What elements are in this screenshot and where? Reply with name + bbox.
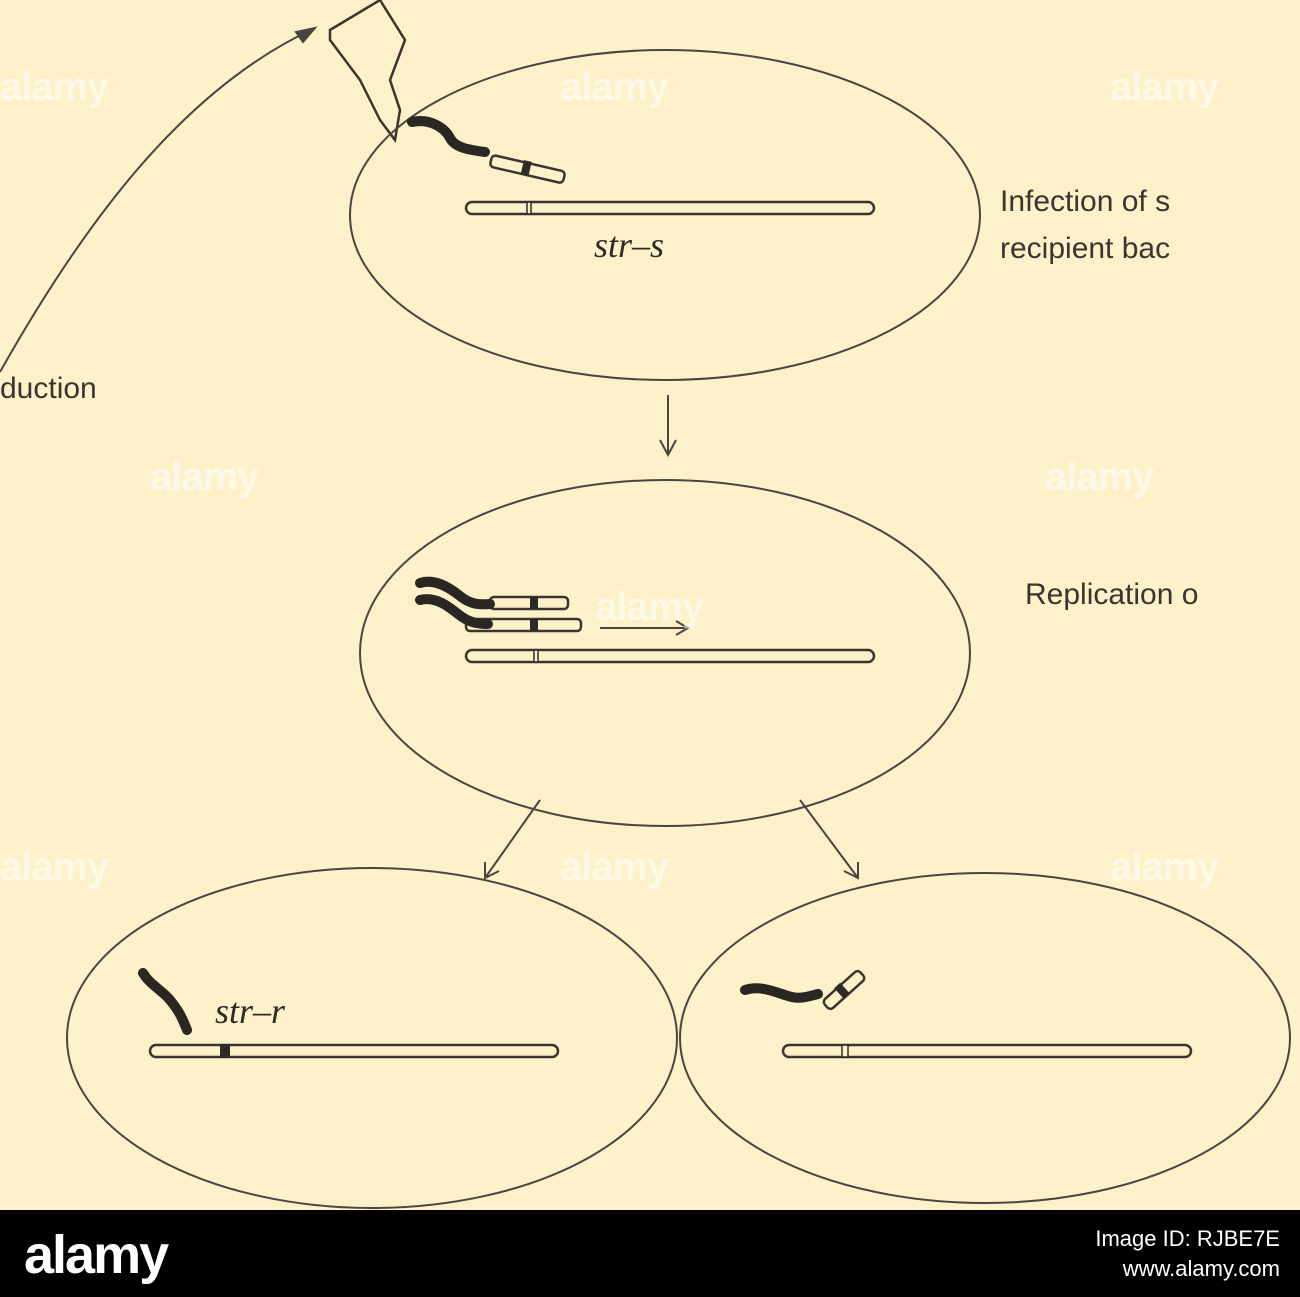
marker-s-4 (841, 1044, 849, 1058)
chromosome-4 (781, 1043, 1193, 1059)
phage-dna-4 (740, 983, 823, 1003)
recipient-cell (349, 49, 981, 381)
watermark-text: alamy (0, 845, 109, 889)
gene-label-str-s: str–s (594, 225, 665, 265)
diagram-figure: duction Infection of s recipient bac Rep… (0, 0, 1291, 1209)
replication-label: Replication o (1025, 578, 1199, 611)
marker-r-frag-3 (834, 982, 850, 999)
watermark-text: alamy (1110, 65, 1219, 109)
arrow-left-head-icon (484, 862, 500, 880)
marker-r-frag-2b (530, 619, 538, 631)
transduction-label: duction (0, 372, 97, 405)
gene-label-str-r: str–r (215, 991, 286, 1031)
phage-dna-2b (415, 594, 493, 629)
phage-head (328, 0, 407, 144)
site-url: www.alamy.com (1122, 1256, 1280, 1281)
arrow-right-head-icon (843, 862, 859, 880)
stock-photo-bar: alamy Image ID: RJBE7E www.alamy.com (0, 1210, 1300, 1297)
watermark-text: alamy (1110, 845, 1219, 889)
watermark-text: alamy (595, 585, 704, 629)
replication-arrowhead-icon (675, 620, 690, 636)
replicating-cell (359, 479, 971, 827)
marker-s-1 (526, 201, 532, 215)
arrow-down-head-icon (659, 439, 677, 458)
chromosome-3 (148, 1043, 560, 1059)
watermark-text: alamy (560, 65, 669, 109)
arrow-left-down (484, 799, 541, 879)
fragment-2b (464, 617, 583, 633)
marker-r-3 (220, 1044, 230, 1058)
fragment-2a (488, 595, 570, 611)
alamy-logo: alamy (24, 1225, 169, 1285)
daughter-cell-right (679, 872, 1291, 1204)
watermark-text: alamy (1045, 455, 1154, 499)
marker-s-2 (533, 649, 539, 663)
transduction-arrow (0, 27, 316, 373)
phage-dna-2a (415, 576, 495, 610)
infection-label: Infection of s (1000, 185, 1171, 218)
chromosome-2 (464, 648, 876, 664)
marker-r-frag-2a (530, 597, 538, 609)
arrow-right-down (799, 799, 859, 879)
chromosome-1 (464, 200, 876, 216)
watermark-text: alamy (560, 845, 669, 889)
phage-dna-3 (138, 968, 192, 1035)
phage-dna-1 (407, 116, 490, 157)
marker-r-frag-1 (520, 160, 532, 176)
infection-label-line2: recipient bac (1000, 232, 1171, 265)
stock-image-info: Image ID: RJBE7E www.alamy.com (1095, 1224, 1280, 1284)
watermark-text: alamy (150, 455, 259, 499)
image-id: Image ID: RJBE7E (1095, 1226, 1280, 1251)
daughter-cell-left (66, 867, 678, 1209)
transduction-diagram (0, 0, 1291, 1209)
arrowhead-icon (294, 26, 318, 44)
watermark-text: alamy (0, 65, 109, 109)
